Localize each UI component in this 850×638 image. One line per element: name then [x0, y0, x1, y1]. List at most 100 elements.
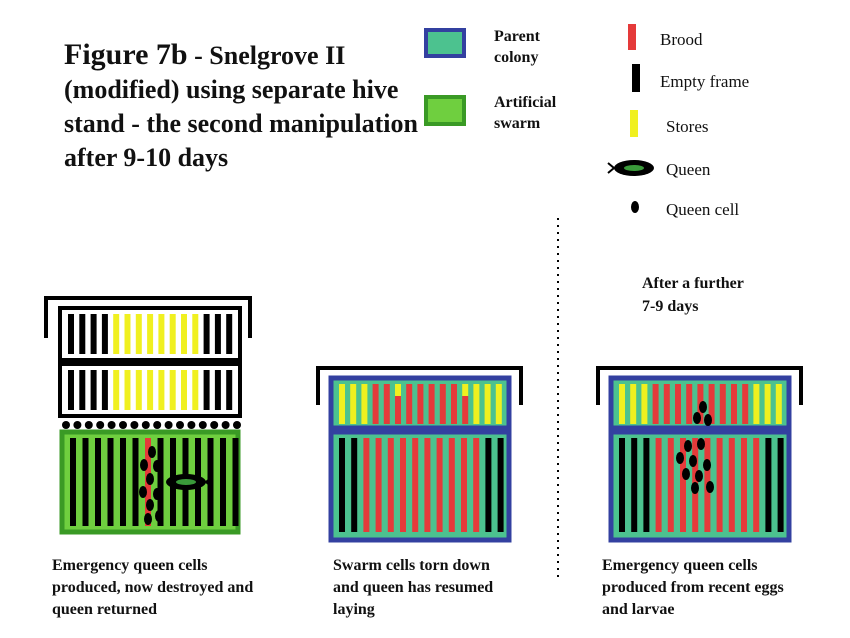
left-super-lower-frame: [203, 370, 210, 410]
legend-stores-label: Stores: [666, 117, 709, 136]
middle-brood-box-frame: [375, 438, 382, 532]
queen-excluder-dot: [198, 421, 207, 429]
legend-artificial-swarm-swatch: [424, 95, 466, 126]
left-brood-box-frame: [70, 438, 76, 526]
queen-excluder-dot: [221, 421, 230, 429]
middle-brood-box: [328, 429, 512, 543]
right-hive-roof: [596, 366, 803, 405]
left-brood-box-frame: [82, 438, 89, 526]
queen-cell-icon: [144, 513, 152, 525]
queen-cell-icon: [155, 510, 163, 522]
middle-brood-box-frame: [448, 438, 455, 532]
right-brood-box-frame: [716, 438, 723, 532]
left-hive-roof: [44, 296, 252, 338]
queen-cell-icon: [139, 486, 147, 498]
left-super-lower-frame: [79, 370, 86, 410]
middle-super-frame: [395, 396, 401, 424]
right-brood-box-frame: [777, 438, 784, 532]
queen-cell-icon: [697, 438, 705, 450]
queen-cell-icon: [693, 412, 701, 424]
middle-super-frame: [428, 384, 435, 424]
left-super-upper-frame: [68, 314, 74, 354]
left-super-upper-frame: [169, 314, 176, 354]
right-brood-box-frame: [631, 438, 638, 532]
middle-brood-box-frame: [497, 438, 504, 532]
legend-stores-swatch: [630, 110, 638, 137]
right-hive: [596, 366, 803, 543]
middle-brood-box-frame: [461, 438, 467, 532]
right-super-frame: [708, 384, 715, 424]
right-super-frame: [742, 384, 749, 424]
right-brood-box-frame: [619, 438, 625, 532]
legend-queen-cell-label: Queen cell: [666, 200, 740, 219]
right-brood-box: [608, 429, 792, 543]
middle-super-frame: [473, 384, 480, 424]
legend-parent-colony-label: Parent colony: [494, 28, 540, 66]
left-super-upper-frame: [192, 314, 199, 354]
left-super-upper-frame: [158, 314, 165, 354]
middle-super-frame-stores-part: [462, 384, 469, 396]
middle-brood-box-frame: [400, 438, 406, 532]
legend-brood-label: Brood: [660, 30, 703, 49]
queen-cell-icon: [146, 473, 154, 485]
left-brood-box-frame: [132, 438, 139, 526]
queen-cell-icon: [140, 459, 148, 471]
right-brood-box-frame: [680, 438, 686, 532]
queen-cell-icon: [704, 414, 712, 426]
legend-brood-swatch: [628, 24, 636, 50]
queen-cell-icon: [684, 440, 692, 452]
right-super-frame: [652, 384, 659, 424]
left-super-lower-frame: [214, 370, 221, 410]
middle-super-frame: [451, 384, 457, 424]
left-super-upper-frame: [181, 314, 187, 354]
queen-excluder-dot: [119, 421, 127, 429]
right-brood-box-frame: [753, 438, 760, 532]
left-super-lower-frame: [113, 370, 120, 410]
queen-cell-icon: [695, 470, 703, 482]
queen-excluder-dot: [233, 421, 241, 429]
right-super-frame: [675, 384, 681, 424]
left-super-lower-frame: [68, 370, 74, 410]
right-brood-box-frame: [655, 438, 662, 532]
left-super-upper-frame: [79, 314, 86, 354]
left-super-upper-frame: [203, 314, 210, 354]
queen-cell-icon: [706, 481, 714, 493]
right-brood-box-frame: [728, 438, 735, 532]
middle-hive-roof: [316, 366, 523, 405]
right-super-frame: [731, 384, 737, 424]
left-hive: [44, 296, 252, 535]
middle-brood-box-frame: [339, 438, 345, 532]
queen-excluder-dot: [84, 421, 93, 429]
queen-excluder-dot: [107, 421, 116, 429]
legend-parent-colony-swatch: [424, 28, 466, 58]
left-super-lower-frame: [192, 370, 199, 410]
left-super-lower-frame: [226, 370, 233, 410]
middle-super-frame: [406, 384, 413, 424]
queen-excluder-dot: [141, 421, 150, 429]
middle-brood-box-frame: [351, 438, 358, 532]
left-super-lower-frame: [147, 370, 154, 410]
left-super-upper-frame: [101, 314, 108, 354]
right-brood-box-frame: [643, 438, 650, 532]
left-super-lower-frame: [101, 370, 108, 410]
middle-super-frame: [339, 384, 345, 424]
queen-excluder-dot: [164, 421, 173, 429]
after-further-days-note: After a further 7-9 days: [642, 275, 744, 315]
middle-brood-box-frame: [436, 438, 443, 532]
legend-queen-cell-icon: [631, 201, 639, 213]
queen-excluder-dot: [62, 421, 70, 429]
left-brood-box-frame: [107, 438, 114, 526]
middle-brood-box-frame: [387, 438, 394, 532]
right-brood-box-frame: [667, 438, 674, 532]
middle-super-frame: [350, 384, 357, 424]
middle-brood-box-frame: [363, 438, 370, 532]
middle-super-frame: [439, 384, 446, 424]
middle-super-frame: [417, 384, 424, 424]
right-super-frame: [619, 384, 625, 424]
right-super-frame: [663, 384, 670, 424]
queen-excluder-dot: [130, 421, 139, 429]
right-super-frame: [775, 384, 782, 424]
queen-cell-icon: [699, 401, 707, 413]
legend-artificial-swarm-label: Artificial swarm: [494, 94, 557, 132]
queen-cell-icon: [689, 455, 697, 467]
